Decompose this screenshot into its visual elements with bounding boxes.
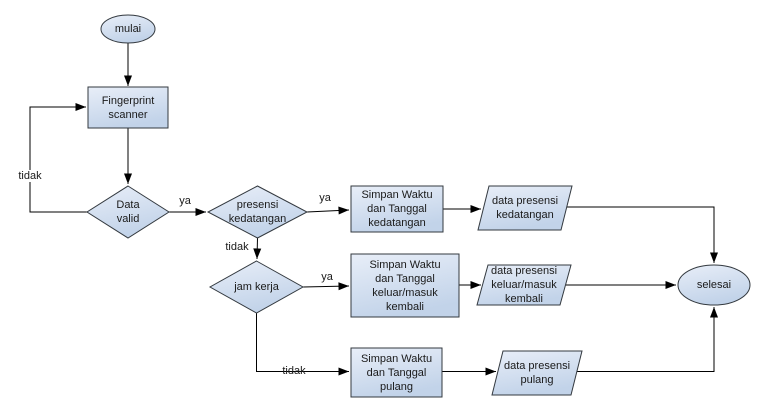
edge-data3-to-end (576, 307, 718, 372)
data-keluarmasuk-shape (476, 264, 572, 306)
data-pulang-shape (491, 350, 583, 396)
simpan-keluarmasuk-shape (350, 253, 460, 318)
edge-data1-to-end (566, 206, 718, 263)
jamkerja-decision-shape (208, 260, 305, 314)
datavalid-decision-shape (86, 185, 170, 239)
start-node-shape (100, 14, 156, 44)
presensi-decision-shape (206, 185, 309, 239)
scanner-node-shape (87, 86, 169, 129)
edge-presensi-ya (306, 206, 350, 215)
data-kedatangan-shape (477, 185, 573, 231)
edge-jamkerja-tidak (256, 313, 349, 376)
simpan-kedatangan-shape (350, 185, 444, 233)
end-node-shape (677, 264, 751, 306)
edge-datavalid-tidak-loop (29, 103, 87, 213)
simpan-pulang-shape (350, 347, 443, 398)
edge-presensi-tidak (253, 237, 262, 260)
edge-jamkerja-ya (302, 282, 350, 291)
